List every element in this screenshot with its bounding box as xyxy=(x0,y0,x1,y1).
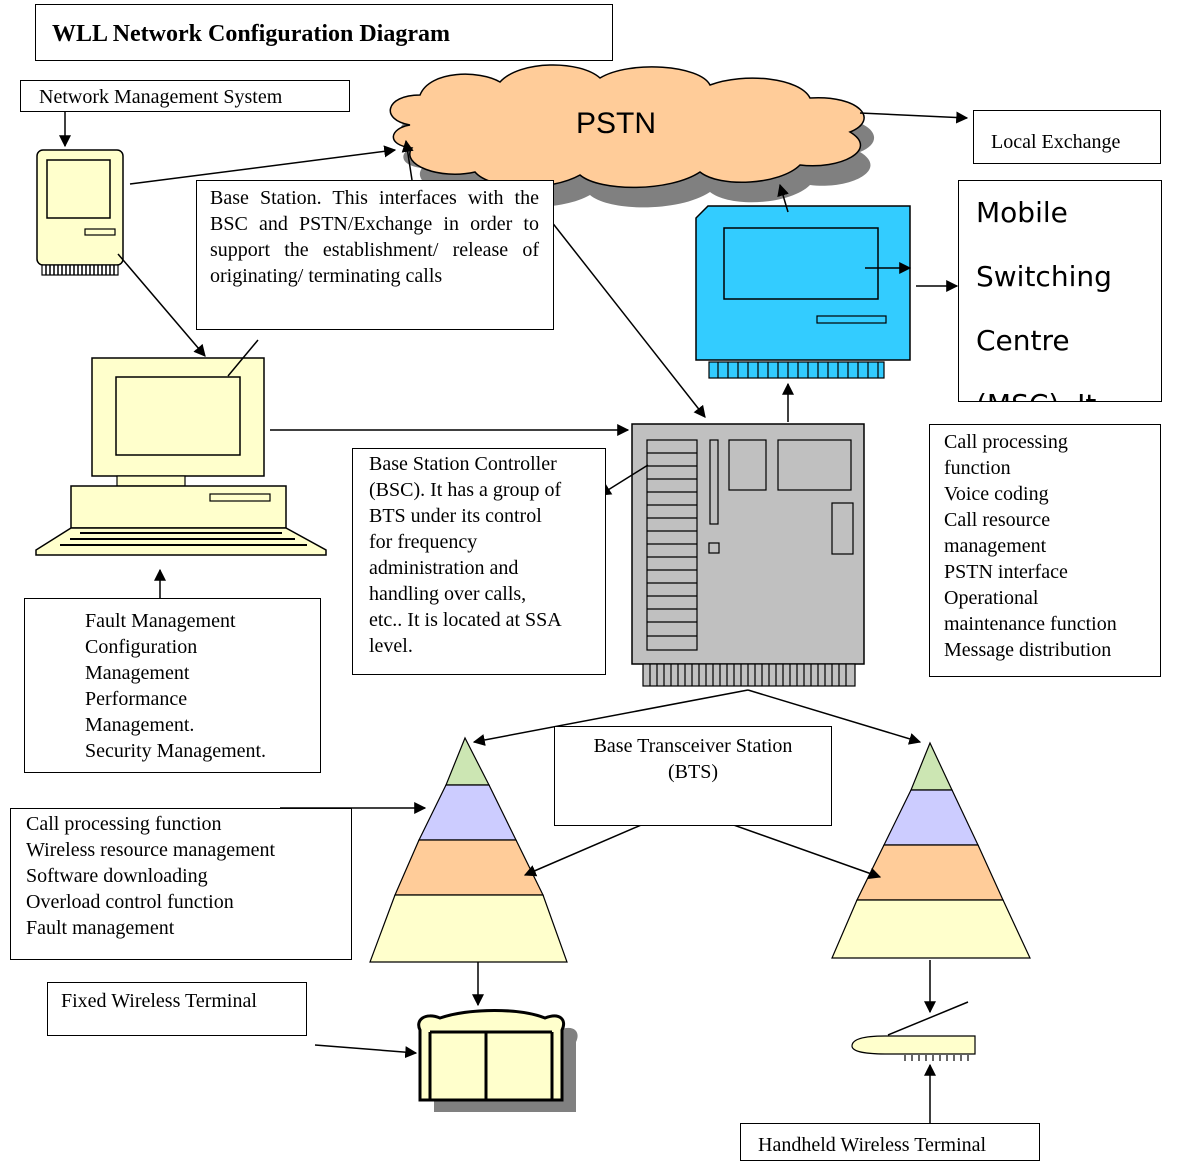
msc-function-item: Operational xyxy=(944,587,1039,609)
fixed-terminal-device xyxy=(417,1009,578,1112)
bts-line: (BTS) xyxy=(668,761,718,783)
nms-function-item: Management xyxy=(85,662,190,684)
pstn-label: PSTN xyxy=(576,107,657,140)
nms-functions-list: Fault Management Configuration Managemen… xyxy=(24,598,321,773)
bts-function-item: Wireless resource management xyxy=(26,839,276,861)
msc-label: Mobile Switching Centre (MSC). It xyxy=(958,180,1162,402)
bts-function-item: Fault management xyxy=(26,917,175,939)
diagram-title: WLL Network Configuration Diagram xyxy=(35,4,613,61)
nms-function-item: Performance xyxy=(85,688,188,710)
nms-function-item: Fault Management xyxy=(85,610,236,632)
base-station-computer xyxy=(35,357,327,556)
msc-function-item: Call resource xyxy=(944,509,1051,531)
nms-function-item: Configuration xyxy=(85,636,198,658)
bts-label: Base Transceiver Station (BTS) xyxy=(554,726,832,826)
bts-function-item: Call processing function xyxy=(26,813,222,835)
bsc-line: (BSC). It has a group of xyxy=(369,479,562,501)
bts-function-item: Software downloading xyxy=(26,865,208,887)
pstn-cloud xyxy=(389,64,875,208)
bsc-line: handling over calls, xyxy=(369,583,527,605)
msc-function-item: Call processing xyxy=(944,431,1068,453)
msc-function-item: Voice coding xyxy=(944,483,1049,505)
msc-line: Mobile xyxy=(976,196,1068,229)
base-station-description: Base Station. This interfaces with the B… xyxy=(196,180,554,330)
bts-function-item: Overload control function xyxy=(26,891,234,913)
msc-line: (MSC). It xyxy=(976,373,1161,401)
msc-functions-list: Call processing function Voice coding Ca… xyxy=(929,424,1161,677)
handheld-wireless-terminal-label: Handheld Wireless Terminal xyxy=(740,1123,1040,1161)
bts-line: Base Transceiver Station xyxy=(593,735,793,757)
bsc-description: Base Station Controller (BSC). It has a … xyxy=(352,448,606,675)
bts-left-pyramid xyxy=(369,736,568,963)
nms-function-item: Management. xyxy=(85,714,195,736)
msc-unit xyxy=(695,205,911,379)
bsc-line: for frequency xyxy=(369,531,478,553)
nms-terminal xyxy=(36,149,124,276)
msc-function-item: Message distribution xyxy=(944,639,1112,661)
msc-function-item: function xyxy=(944,457,1011,479)
msc-function-item: PSTN interface xyxy=(944,561,1068,583)
bsc-line: level. xyxy=(369,635,413,657)
handheld-terminal-device xyxy=(851,1001,976,1061)
bts-right-pyramid xyxy=(831,741,1031,959)
bsc-line: administration and xyxy=(369,557,519,579)
nms-function-item: Security Management. xyxy=(85,740,267,762)
bsc-rack xyxy=(631,423,865,687)
fixed-wireless-terminal-label: Fixed Wireless Terminal xyxy=(47,982,307,1036)
local-exchange-label: Local Exchange xyxy=(973,110,1161,164)
bts-functions-list: Call processing function Wireless resour… xyxy=(10,808,352,960)
bsc-line: etc.. It is located at SSA xyxy=(369,609,562,631)
bsc-line: Base Station Controller xyxy=(369,453,557,475)
msc-function-item: management xyxy=(944,535,1047,557)
bsc-line: BTS under its control xyxy=(369,505,542,527)
msc-function-item: maintenance function xyxy=(944,613,1117,635)
msc-line: Switching xyxy=(976,260,1112,293)
network-management-system-label: Network Management System xyxy=(20,80,350,112)
msc-line: Centre xyxy=(976,324,1070,357)
